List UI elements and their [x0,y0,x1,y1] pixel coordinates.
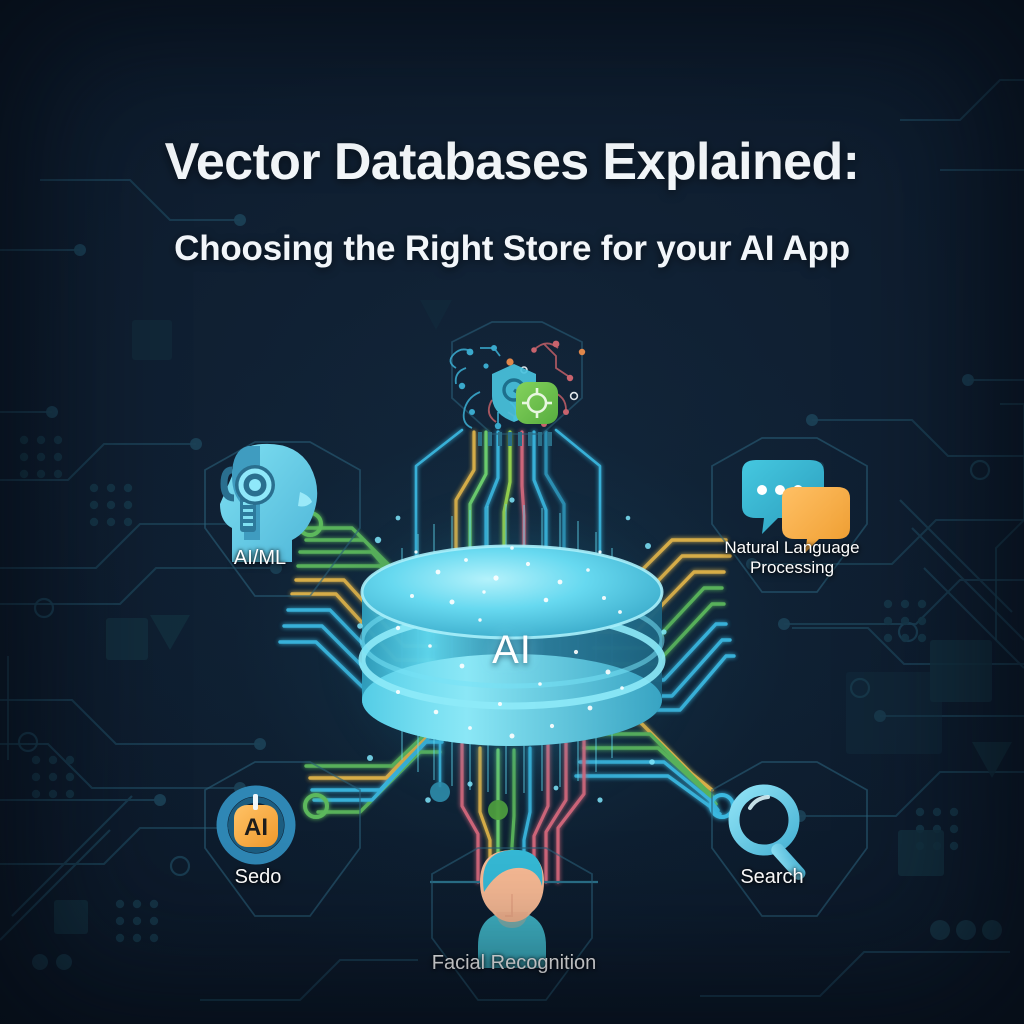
node-outline-sedo [204,761,361,917]
svg-text:AI: AI [244,814,268,841]
node-outline-nlp [711,437,868,593]
magnifying-glass-icon [728,784,806,880]
chat-bubbles-icon [742,460,850,553]
node-outline-face [431,847,593,1001]
node-outline-chip [451,321,583,435]
ai-badge-icon: AI [216,785,296,865]
circuit-chip-icon [449,340,586,446]
person-avatar-icon [478,849,546,968]
node-outline-aiml [204,441,361,597]
node-outline-search [711,761,868,917]
robot-head-icon [220,443,318,562]
